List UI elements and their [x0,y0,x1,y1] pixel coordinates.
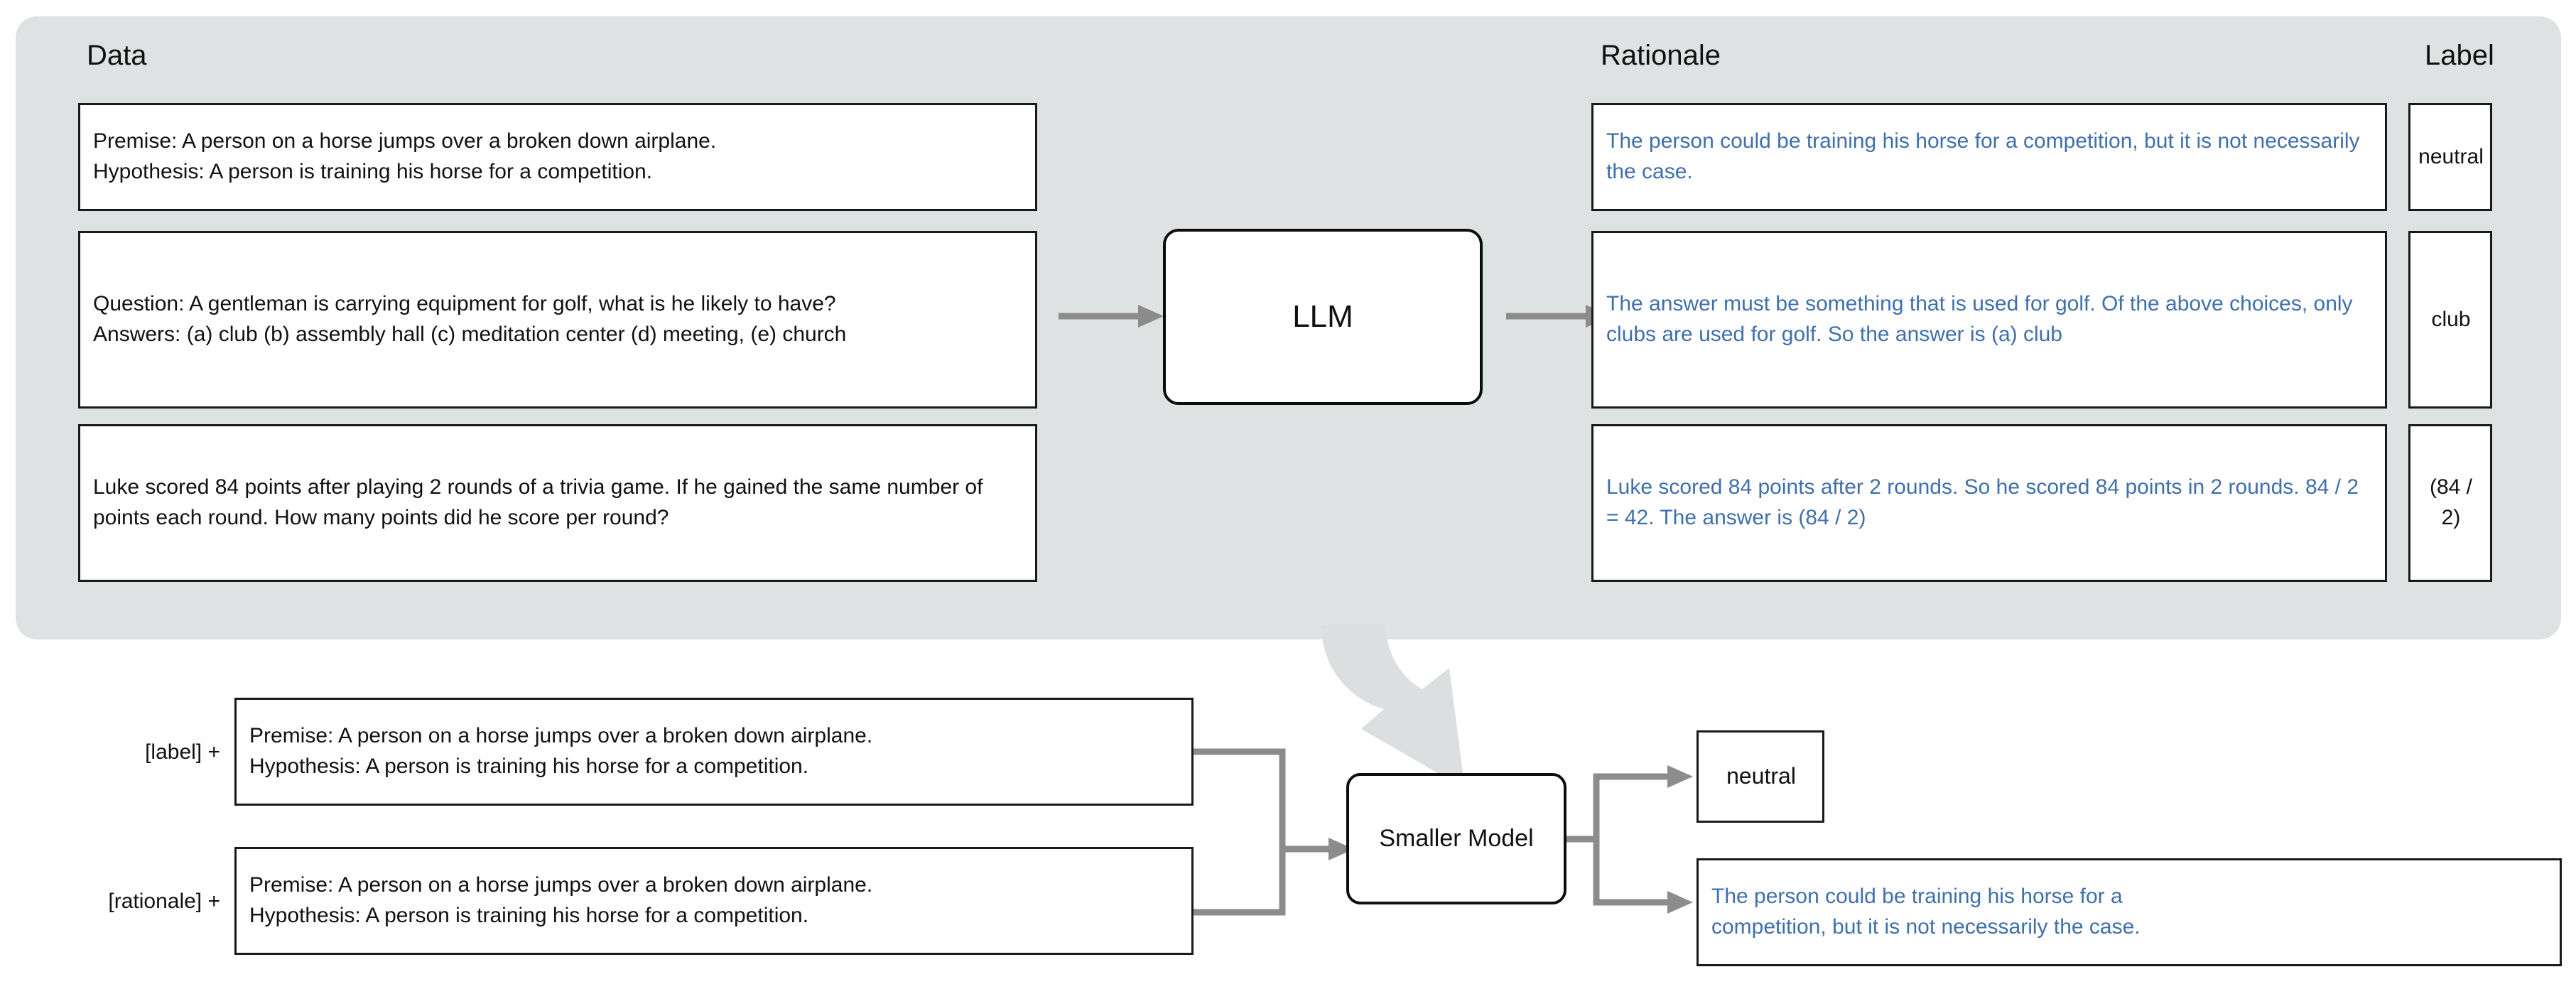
bottom-input-box-rationale: Premise: A person on a horse jumps over … [234,847,1194,955]
heading-rationale: Rationale [1601,40,1721,71]
heading-label: Label [2425,40,2494,71]
data-line: Question: A gentleman is carrying equipm… [93,292,836,316]
data-box-row-1: Premise: A person on a horse jumps over … [78,103,1037,211]
input-prefix-rationale: [rationale] + [108,890,220,913]
label-box-row-1: neutral [2408,103,2492,211]
input-line: Hypothesis: A person is training his hor… [249,755,809,778]
rationale-box-row-1: The person could be training his horse f… [1591,103,2387,211]
rationale-text: The person could be training his horse f… [1606,129,2360,183]
llm-model-box: LLM [1163,229,1483,405]
rationale-box-row-2: The answer must be something that is use… [1591,231,2387,409]
data-line: Answers: (a) club (b) assembly hall (c) … [93,323,847,346]
input-prefix-label: [label] + [145,740,220,764]
big-transition-arrow [1321,625,1465,789]
input-line: Hypothesis: A person is training his hor… [249,904,809,927]
label-box-row-2: club [2408,231,2492,409]
data-box-row-2: Question: A gentleman is carrying equipm… [78,231,1037,409]
smaller-model-box: Smaller Model [1346,773,1566,904]
rationale-text: Luke scored 84 points after 2 rounds. So… [1606,475,2359,529]
output-box-rationale: The person could be training his horse f… [1696,858,2562,966]
label-box-row-3: (84 / 2) [2408,424,2492,582]
data-line: Premise: A person on a horse jumps over … [93,129,717,153]
heading-data: Data [87,40,147,71]
input-line: Premise: A person on a horse jumps over … [249,724,873,748]
input-line: Premise: A person on a horse jumps over … [249,873,873,897]
arrow-inputs-merge-to-smaller-model [1194,748,1354,916]
data-line: Luke scored 84 points after playing 2 ro… [93,475,983,529]
data-box-row-3: Luke scored 84 points after playing 2 ro… [78,424,1037,582]
bottom-input-box-label: Premise: A person on a horse jumps over … [234,698,1194,806]
output-box-label: neutral [1696,730,1824,823]
output-rationale-line: competition, but it is not necessarily t… [1711,915,2141,939]
rationale-text: The answer must be something that is use… [1606,292,2353,346]
rationale-box-row-3: Luke scored 84 points after 2 rounds. So… [1591,424,2387,582]
output-rationale-line: The person could be training his horse f… [1711,885,2123,909]
data-line: Hypothesis: A person is training his hor… [93,160,653,183]
